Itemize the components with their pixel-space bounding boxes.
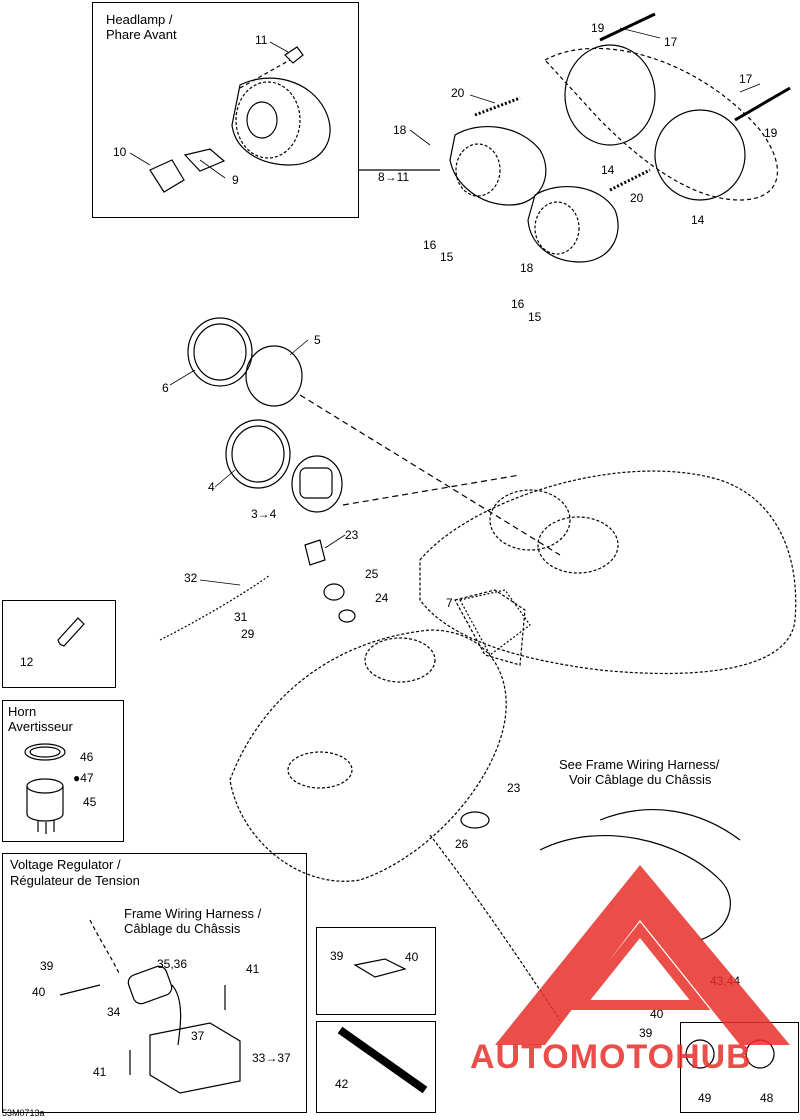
alignment-lines: [299, 169, 561, 556]
frame-harness-note-en: See Frame Wiring Harness/: [559, 757, 720, 772]
voltage-regulator-drawing: [59, 919, 241, 1094]
callout-3-to-4: 3→4: [251, 507, 277, 521]
callout-14-top: 14: [601, 163, 615, 177]
callout-29: 29: [241, 627, 255, 641]
drop-icon: ●: [73, 771, 81, 785]
callout-18-top: 18: [393, 123, 407, 137]
callout-8-to-11: 8→11: [378, 170, 410, 184]
bezel-ring-drawings: [187, 317, 343, 513]
horn-drawing: [24, 743, 66, 834]
callout-23-top: 23: [345, 528, 359, 542]
callout-15-bottom: 15: [528, 310, 542, 324]
headlamp-inset-drawing: [149, 46, 331, 193]
clip-drawing: [57, 617, 85, 647]
callout-12: 12: [20, 655, 34, 669]
callout-15-top: 15: [440, 250, 454, 264]
callout-32: 32: [184, 571, 198, 585]
callout-25: 25: [365, 567, 379, 581]
voltage-harness-en: Frame Wiring Harness /: [124, 906, 262, 921]
callout-17-right: 17: [739, 72, 753, 86]
callout-26: 26: [455, 837, 469, 851]
callout-39-bracket: 39: [330, 949, 344, 963]
headlamp-title-en: Headlamp /: [106, 12, 173, 27]
callout-48: 48: [760, 1091, 774, 1105]
callout-41-top: 41: [246, 962, 260, 976]
callout-20-mid: 20: [630, 191, 644, 205]
callout-19-top: 19: [591, 21, 605, 35]
callout-24: 24: [375, 591, 389, 605]
callout-10: 10: [113, 145, 127, 159]
callout-23-bottom: 23: [507, 781, 521, 795]
callout-49: 49: [698, 1091, 712, 1105]
callout-37: 37: [191, 1029, 205, 1043]
callout-46: 46: [80, 750, 94, 764]
bracket-inset-box: [316, 927, 436, 1015]
voltage-title-fr: Régulateur de Tension: [10, 873, 140, 888]
callout-20-top: 20: [451, 86, 465, 100]
headlamp-title-fr: Phare Avant: [106, 27, 177, 42]
watermark-text: AUTOMOTOHUB: [470, 1038, 752, 1076]
callout-5: 5: [314, 333, 321, 347]
voltage-regulator-inset-box: [2, 853, 307, 1113]
horn-inset-box: [2, 700, 124, 842]
callout-4: 4: [208, 480, 215, 494]
callout-14-right: 14: [691, 213, 705, 227]
callout-16-bottom: 16: [511, 297, 525, 311]
callout-16-top: 16: [423, 238, 437, 252]
callout-42: 42: [335, 1077, 349, 1091]
headlamp-housing-drawing: [449, 12, 791, 263]
callout-45: 45: [83, 795, 97, 809]
bracket-drawing: [353, 958, 407, 978]
callout-39-reg: 39: [40, 959, 54, 973]
callout-47: ●47: [73, 772, 94, 784]
callout-19-right: 19: [764, 126, 778, 140]
callout-40-reg: 40: [32, 985, 46, 999]
callout-33-to-37: 33→37: [252, 1051, 291, 1065]
horn-title-en: Horn: [8, 704, 37, 719]
voltage-title-en: Voltage Regulator /: [10, 857, 121, 872]
callout-31: 31: [234, 610, 248, 624]
callout-11: 11: [255, 33, 268, 47]
callout-47-number: 47: [80, 771, 94, 785]
voltage-harness-fr: Câblage du Châssis: [124, 921, 241, 936]
callout-18-mid: 18: [520, 261, 534, 275]
callout-41-bottom: 41: [93, 1065, 107, 1079]
callout-40-right: 40: [650, 1007, 664, 1021]
callout-34: 34: [107, 1005, 121, 1019]
callout-9: 9: [232, 173, 239, 187]
fairing-outline: [229, 470, 797, 1021]
frame-harness-note-fr: Voir Câblage du Châssis: [569, 772, 712, 787]
drawing-code: 53M0713a: [2, 1108, 45, 1118]
tube-inset-box: [316, 1021, 436, 1113]
callout-7: 7: [446, 596, 453, 610]
callout-43-44: 43,44: [710, 974, 741, 988]
leader-lines: [129, 27, 761, 586]
headlamp-inset-box: [92, 2, 359, 218]
callout-35-36: 35,36: [157, 957, 188, 971]
callout-17-top: 17: [664, 35, 678, 49]
callout-40-bracket: 40: [405, 950, 419, 964]
tube-drawing: [337, 1026, 428, 1094]
horn-title-fr: Avertisseur: [8, 719, 73, 734]
clip-inset-box: [2, 600, 116, 688]
callout-6: 6: [162, 381, 169, 395]
